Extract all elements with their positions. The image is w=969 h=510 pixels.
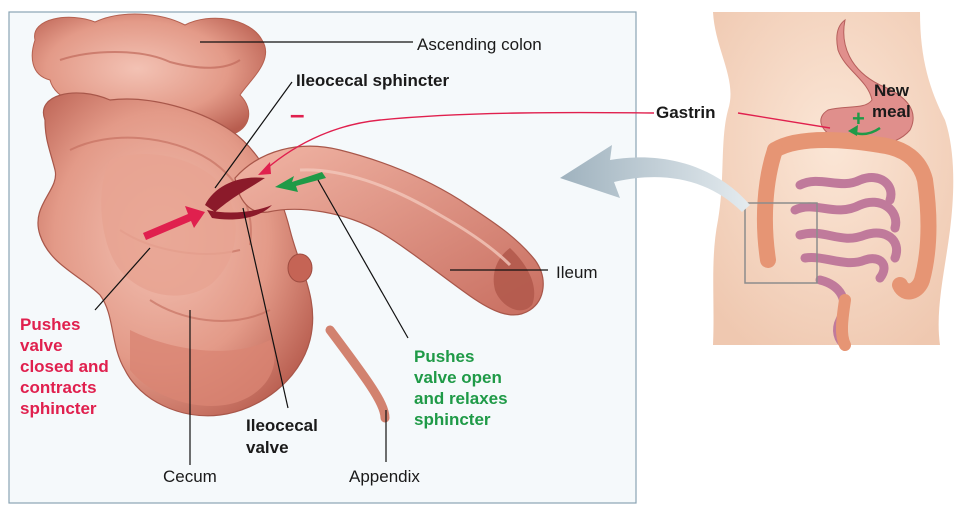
- pushes-closed-line: valve: [20, 335, 160, 356]
- label-ileocecal-valve-line1: Ileocecal: [246, 415, 318, 436]
- label-pushes-valve-open: Pushes valve open and relaxes sphincter: [414, 346, 574, 430]
- pushes-closed-line: sphincter: [20, 398, 160, 419]
- pushes-closed-line: closed and: [20, 356, 160, 377]
- pushes-open-line: sphincter: [414, 409, 574, 430]
- label-new-meal-line2: meal: [872, 101, 911, 122]
- plus-sign: +: [852, 108, 865, 129]
- label-ileum: Ileum: [556, 262, 598, 283]
- torso-illustration: [713, 12, 953, 345]
- label-ileocecal-valve-line2: valve: [246, 437, 289, 458]
- pushes-open-line: valve open: [414, 367, 574, 388]
- label-ascending-colon: Ascending colon: [417, 34, 542, 55]
- pushes-closed-line: Pushes: [20, 314, 160, 335]
- label-pushes-valve-closed: Pushes valve closed and contracts sphinc…: [20, 314, 160, 419]
- pushes-open-line: Pushes: [414, 346, 574, 367]
- label-ileocecal-sphincter: Ileocecal sphincter: [296, 70, 449, 91]
- label-gastrin: Gastrin: [656, 102, 716, 123]
- label-cecum: Cecum: [163, 466, 217, 487]
- label-appendix: Appendix: [349, 466, 420, 487]
- pushes-open-line: and relaxes: [414, 388, 574, 409]
- label-new-meal-line1: New: [874, 80, 909, 101]
- minus-sign: –: [290, 104, 304, 125]
- pushes-closed-line: contracts: [20, 377, 160, 398]
